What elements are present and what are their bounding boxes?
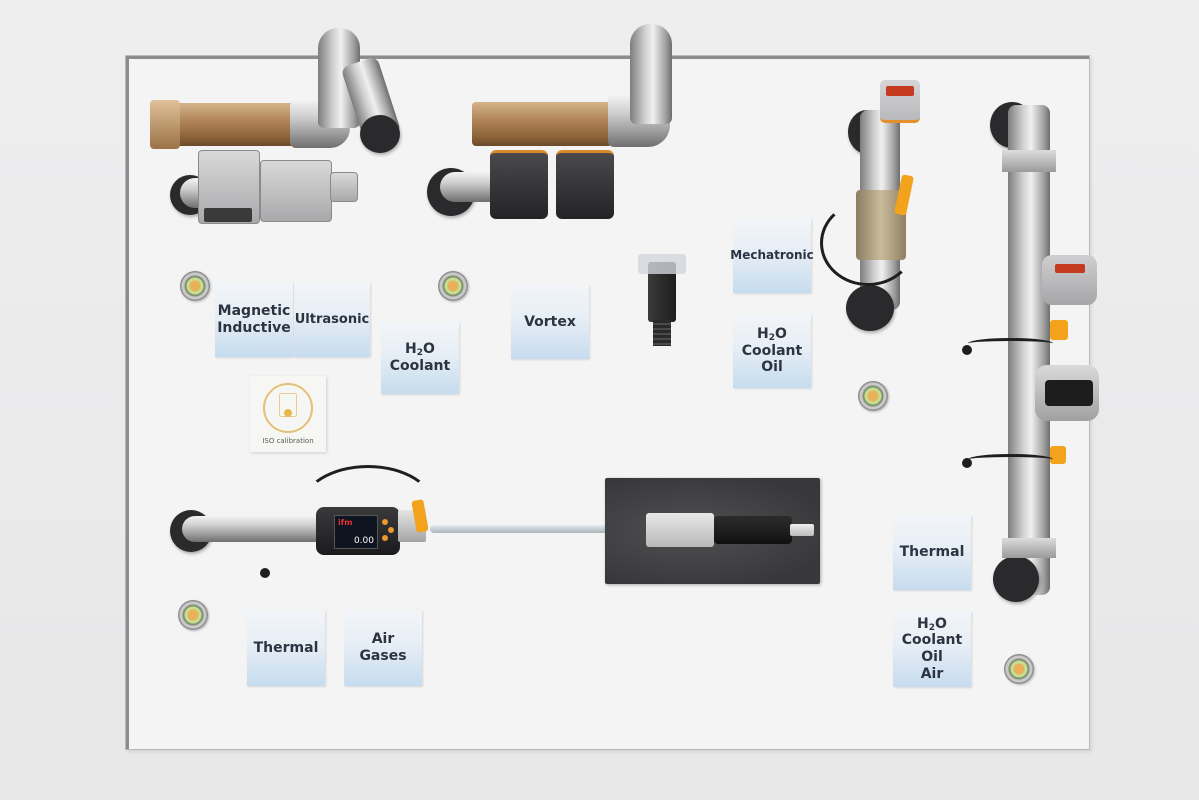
indicator-led — [1004, 654, 1034, 684]
vortex-sensor-right — [556, 150, 614, 219]
thermal-sensor-head — [1042, 255, 1097, 305]
label-text: Gases — [359, 648, 407, 664]
label-text: Air — [920, 665, 944, 682]
label-text: Thermal — [899, 544, 965, 561]
quick-coupling — [646, 513, 714, 547]
label-magnetic-inductive: Magnetic Inductive — [215, 282, 293, 357]
indicator-led — [180, 271, 210, 301]
label-thermal-left: Thermal — [247, 610, 325, 686]
cable-anchor — [962, 345, 972, 355]
pipe-nut — [1002, 538, 1056, 558]
sensor-cable — [968, 338, 1053, 349]
orange-connector — [1050, 446, 1066, 464]
flow-meter-display — [1045, 380, 1093, 406]
iso-calibration-text: ISO calibration — [262, 437, 314, 445]
ultrasonic-sensor — [260, 160, 332, 222]
sensor-tip — [790, 524, 814, 536]
compressed-air-sensor — [714, 516, 792, 544]
label-text: Oil — [761, 359, 783, 376]
vortex-sensor-thread — [653, 320, 671, 346]
pipe-grommet — [360, 115, 400, 153]
label-h2o-coolant-oil: H2O Coolant Oil — [733, 314, 811, 388]
iso-calibration-card: ISO calibration — [250, 376, 326, 452]
label-text: Inductive — [217, 319, 291, 336]
indicator-led — [858, 381, 888, 411]
label-text: H2O — [917, 615, 947, 633]
label-mechatronic: Mechatronic — [730, 218, 814, 293]
cable-anchor — [962, 458, 972, 468]
label-ultrasonic: Ultrasonic — [294, 282, 370, 357]
indicator-led — [178, 600, 208, 630]
seal-icon — [284, 409, 292, 417]
brass-pipe-section — [472, 102, 612, 146]
air-tube — [430, 525, 652, 533]
label-text: Ultrasonic — [294, 311, 370, 327]
cable-anchor — [260, 568, 270, 578]
orange-connector — [1050, 320, 1068, 340]
label-text: H2O — [757, 326, 787, 344]
pipe-end-cap — [330, 172, 358, 202]
certificate-icon — [263, 383, 313, 433]
label-h2o-coolant-oil-air: H2O Coolant Oil Air — [893, 611, 971, 687]
label-air-gases: Air Gases — [344, 610, 422, 686]
label-text: H2O — [405, 341, 435, 359]
label-text: Coolant — [389, 358, 451, 374]
label-text: Thermal — [253, 639, 319, 656]
label-thermal-right: Thermal — [893, 515, 971, 590]
label-text: Oil — [921, 649, 943, 665]
label-text: Magnetic — [217, 302, 291, 319]
label-text: Coolant — [901, 632, 963, 649]
steel-riser — [630, 24, 672, 124]
steel-vertical-pipe — [1008, 105, 1050, 595]
label-text: Air — [371, 631, 395, 648]
sensor-cable — [968, 454, 1053, 465]
sensor-digital-display — [886, 86, 914, 96]
label-h2o-coolant: H2O Coolant — [381, 322, 459, 394]
indicator-led — [438, 271, 468, 301]
label-text: Coolant — [741, 342, 803, 359]
vortex-sensor-bracket — [638, 254, 686, 274]
steel-pipe — [440, 172, 495, 202]
pipe-grommet — [846, 285, 894, 331]
vortex-sensor-left — [490, 150, 548, 219]
brass-nut — [150, 100, 180, 149]
sensor-cable — [820, 200, 916, 286]
sensor-cable — [300, 465, 436, 551]
pipe-grommet — [993, 556, 1039, 602]
sensor-digital-display — [1055, 264, 1085, 273]
sensor-display-window — [204, 208, 252, 222]
label-vortex: Vortex — [511, 285, 589, 359]
pipe-nut — [1002, 150, 1056, 172]
steel-pipe — [182, 516, 322, 542]
label-text: Vortex — [524, 313, 576, 330]
label-text: Mechatronic — [730, 248, 814, 263]
